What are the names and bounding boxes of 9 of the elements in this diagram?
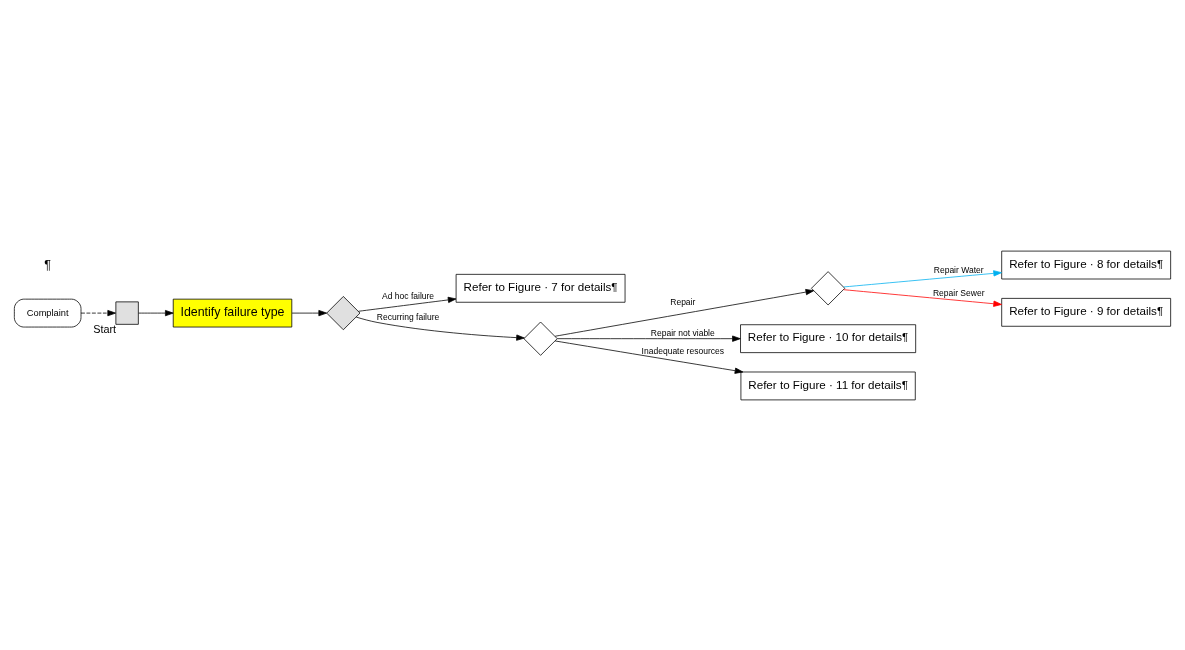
node-label: Start <box>93 322 117 335</box>
edge-label: Inadequate resources <box>641 345 724 356</box>
edge-label: Repair <box>670 296 696 307</box>
edge-label: Repair Sewer <box>932 287 985 298</box>
label: ¶ <box>44 257 51 272</box>
edge-label: Ad hoc failure <box>382 290 435 301</box>
edge-label: Repair not viable <box>650 327 715 338</box>
edge-label: Recurring failure <box>376 311 440 322</box>
edge-label: Repair Water <box>933 264 984 275</box>
